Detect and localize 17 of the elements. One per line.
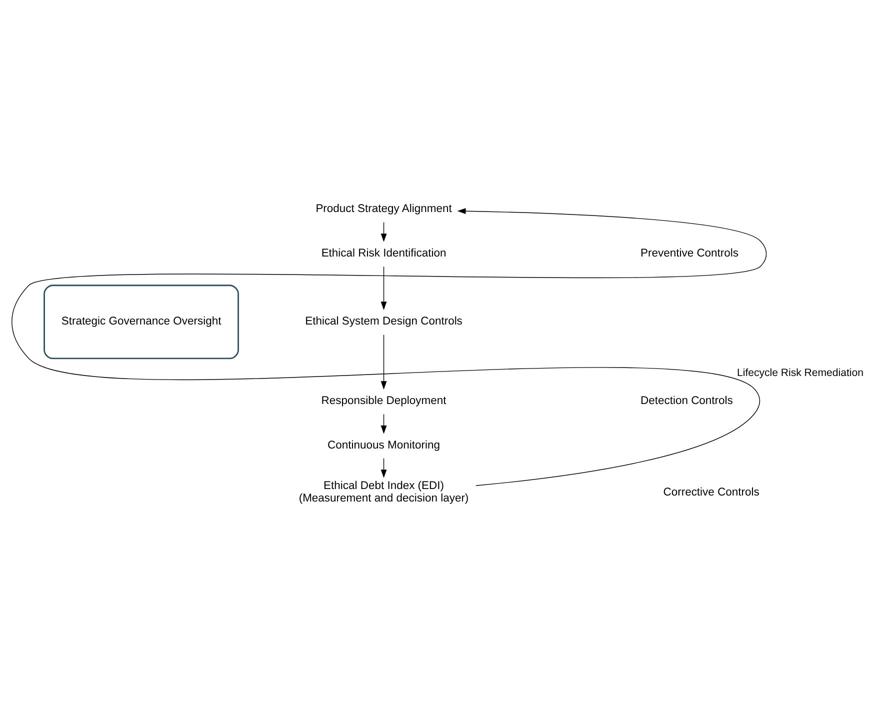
label: Detection Controls — [640, 394, 733, 407]
node-text: Ethical Risk Identification — [321, 246, 446, 259]
arrow — [380, 334, 387, 390]
edge-label: Lifecycle Risk Remediation — [737, 366, 864, 379]
node-text: Product Strategy Alignment — [316, 202, 452, 215]
label: Preventive Controls — [640, 246, 739, 259]
label: Corrective Controls — [663, 486, 760, 498]
arrow — [12, 208, 767, 486]
node-box: Strategic Governance Oversight — [44, 284, 239, 359]
node-text: Ethical System Design Controls — [305, 315, 462, 328]
arrow — [380, 266, 387, 310]
arrow — [380, 457, 387, 478]
arrow — [380, 413, 387, 434]
node-text: Continuous Monitoring — [328, 438, 440, 451]
node-text: Ethical Debt Index (EDI) (Measurement and decision layer) — [298, 480, 469, 504]
arrow — [380, 221, 387, 242]
node-text: Responsible Deployment — [321, 394, 446, 407]
